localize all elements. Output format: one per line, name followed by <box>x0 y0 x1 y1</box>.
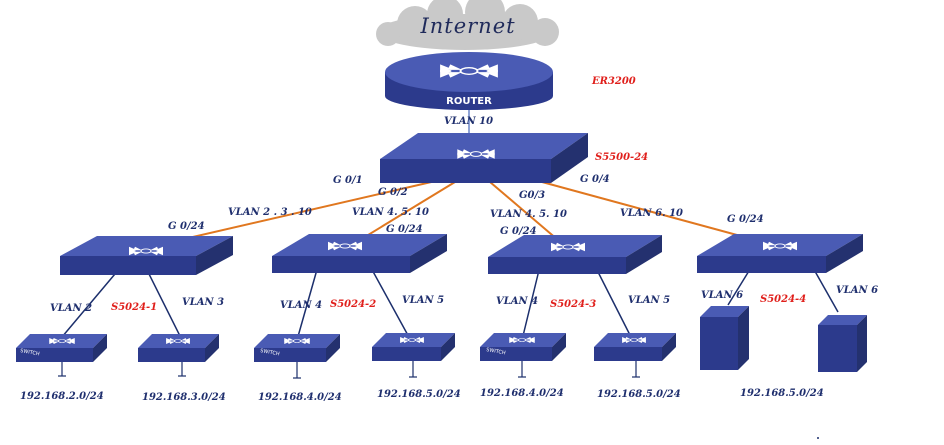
switch-label: SWITCH <box>486 347 507 356</box>
subnet-label: 192.168.3.0/24 <box>142 392 226 403</box>
internet-label: Internet <box>419 14 515 38</box>
switch-icon: SWITCH <box>480 333 566 378</box>
access-link <box>145 267 183 341</box>
access-link <box>521 265 541 341</box>
core-switch-name: S5500-24 <box>595 152 648 163</box>
access-switch-name: S5024-4 <box>760 294 806 305</box>
access-link <box>594 265 633 340</box>
access-port-label: G 0/24 <box>386 224 423 235</box>
cloud-icon: Internet <box>376 0 559 50</box>
trunk-vlan-label: VLAN 6. 10 <box>620 208 683 219</box>
access-switch-name: S5024-2 <box>330 299 376 310</box>
stray-dot <box>817 437 819 439</box>
access-vlan-label: VLAN 5 <box>628 295 670 306</box>
core-switch-icon <box>380 133 588 183</box>
access-vlan-label: VLAN 5 <box>402 295 444 306</box>
access-switch-icon <box>60 236 233 275</box>
access-vlan-label: VLAN 3 <box>182 297 224 308</box>
router-icon: ROUTER <box>385 52 553 110</box>
access-switch-icon <box>488 235 662 274</box>
access-vlan-label: VLAN 6 <box>701 290 743 301</box>
access-vlan-label: VLAN 4 <box>496 296 538 307</box>
switch-icon <box>594 333 676 378</box>
access-switch-icon <box>697 234 863 273</box>
router-name: ER3200 <box>591 76 636 87</box>
subnet-label: 192.168.4.0/24 <box>258 392 342 403</box>
switch-label: SWITCH <box>20 348 41 357</box>
switch-icon: SWITCH <box>16 334 107 377</box>
core-port-label: G 0/1 <box>333 175 363 186</box>
access-link <box>811 265 839 313</box>
switch-label: SWITCH <box>260 348 281 357</box>
router-label: ROUTER <box>446 96 492 107</box>
switch-icon <box>372 333 455 378</box>
switch-icon: SWITCH <box>254 334 340 379</box>
core-port-label: G0/3 <box>519 190 545 201</box>
subnet-label: 192.168.2.0/24 <box>20 391 104 402</box>
access-port-label: G 0/24 <box>500 226 537 237</box>
access-link <box>61 267 121 338</box>
access-switch-name: S5024-3 <box>550 299 596 310</box>
subnet-label: 192.168.5.0/24 <box>377 389 461 400</box>
server-icon <box>818 315 867 372</box>
access-port-label: G 0/24 <box>727 214 764 225</box>
access-switch-icon <box>272 234 447 273</box>
access-switch-name: S5024-1 <box>111 302 157 313</box>
access-vlan-label: VLAN 4 <box>280 300 322 311</box>
access-link <box>369 265 411 340</box>
subnet-label: 192.168.5.0/24 <box>740 388 824 399</box>
trunk-vlan-label: VLAN 4. 5. 10 <box>490 209 567 220</box>
uplink-vlan-label: VLAN 10 <box>444 116 493 127</box>
server-icon <box>700 306 749 370</box>
subnet-label: 192.168.4.0/24 <box>480 388 564 399</box>
access-link <box>296 265 319 341</box>
core-port-label: G 0/4 <box>580 174 610 185</box>
access-vlan-label: VLAN 2 <box>50 303 92 314</box>
access-vlan-label: VLAN 6 <box>836 285 878 296</box>
access-port-label: G 0/24 <box>168 221 205 232</box>
subnet-label: 192.168.5.0/24 <box>597 389 681 400</box>
trunk-vlan-label: VLAN 4. 5. 10 <box>352 207 429 218</box>
core-port-label: G 0/2 <box>378 187 408 198</box>
trunk-vlan-label: VLAN 2 . 3 . 10 <box>228 207 312 218</box>
switch-icon <box>138 334 219 377</box>
trunk-link-4 <box>519 175 771 245</box>
